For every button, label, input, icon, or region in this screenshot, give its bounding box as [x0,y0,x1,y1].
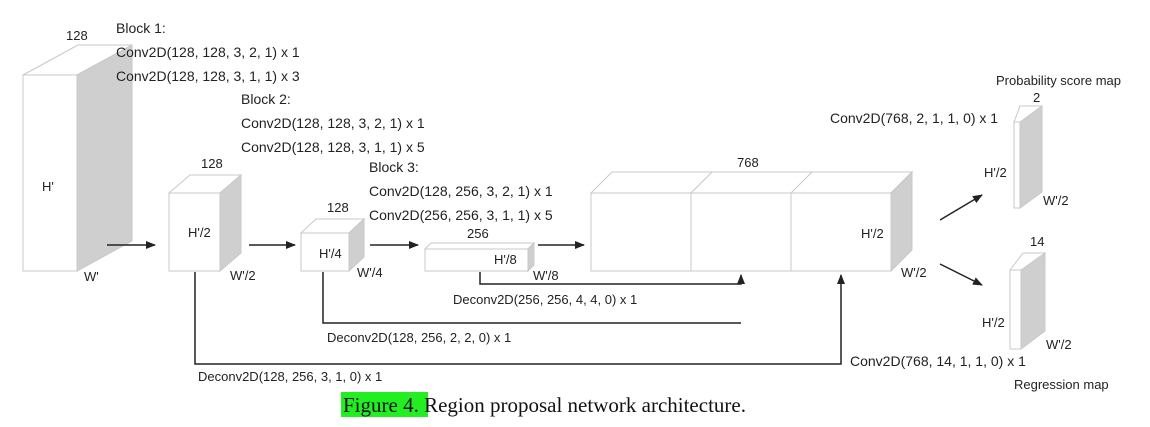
concat-height-label: H'/2 [861,226,884,241]
figure-caption: Figure 4. Region proposal network archit… [343,393,746,417]
block2-line2: Conv2D(128, 128, 3, 1, 1) x 5 [241,139,425,155]
input-height-label: H' [42,179,54,194]
input-channels-label: 128 [66,28,88,43]
quarter-volume [299,217,366,273]
deconv-half-label: Deconv2D(128, 256, 3, 1, 0) x 1 [198,369,382,384]
eighth-height-label: H'/8 [494,252,517,267]
block2-title: Block 2: [241,91,291,107]
figure-ref-highlight [341,392,428,417]
eighth-volume [423,241,536,273]
regr-map-height-label: H'/2 [982,315,1005,330]
block1-title: Block 1: [116,20,166,36]
concat-volume [589,170,914,273]
input-width-label: W' [84,269,99,284]
half-volume [167,173,243,273]
skip-eighth-to-concat [479,272,745,285]
half-channels-label: 128 [201,156,223,171]
regr-map-channels-label: 14 [1030,234,1044,249]
block1-line2: Conv2D(128, 128, 3, 1, 1) x 3 [116,68,300,84]
half-height-label: H'/2 [188,225,211,240]
prob-map-title: Probability score map [996,73,1121,88]
skip-half-to-concat [194,272,845,365]
figure-caption-text: . Region proposal network architecture. [414,393,746,417]
block2-line1: Conv2D(128, 128, 3, 2, 1) x 1 [241,115,425,131]
quarter-height-label: H'/4 [319,246,342,261]
concat-channels-label: 768 [737,155,759,170]
block3-line1: Conv2D(128, 256, 3, 2, 1) x 1 [369,183,553,199]
regr-map-width-label: W'/2 [1046,337,1072,352]
skip-quarter-to-concat [322,272,741,324]
arrow-to-regr-map [939,263,983,286]
regr-map-volume [1008,252,1047,350]
input-volume [22,44,133,272]
prob-map-volume [1013,105,1043,209]
block3-line2: Conv2D(256, 256, 3, 1, 1) x 5 [369,207,553,223]
eighth-channels-label: 256 [467,226,489,241]
quarter-channels-label: 128 [327,200,349,215]
figure-ref-link[interactable]: Figure 4 [343,393,414,417]
quarter-width-label: W'/4 [357,265,383,280]
deconv-eighth-label: Deconv2D(256, 256, 4, 4, 0) x 1 [453,292,637,307]
regr-map-title: Regression map [1014,377,1109,392]
block1-line1: Conv2D(128, 128, 3, 2, 1) x 1 [116,44,300,60]
arrow-to-prob-map [939,194,983,221]
conv-prob-label: Conv2D(768, 2, 1, 1, 0) x 1 [830,110,998,126]
block3-title: Block 3: [369,159,419,175]
conv-regr-label: Conv2D(768, 14, 1, 1, 0) x 1 [850,353,1026,369]
prob-map-width-label: W'/2 [1043,193,1069,208]
prob-map-height-label: H'/2 [984,165,1007,180]
half-width-label: W'/2 [230,268,256,283]
concat-width-label: W'/2 [901,265,927,280]
eighth-width-label: W'/8 [533,268,559,283]
deconv-quarter-label: Deconv2D(128, 256, 2, 2, 0) x 1 [327,330,511,345]
prob-map-channels-label: 2 [1033,90,1040,105]
